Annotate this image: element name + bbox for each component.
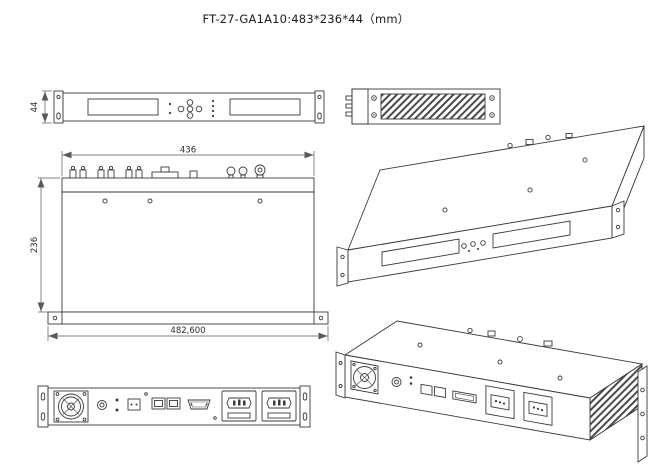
front-button-cluster xyxy=(168,99,215,119)
front-display-left xyxy=(87,98,159,116)
rear-screw xyxy=(144,392,148,396)
dim-top-width: 436 xyxy=(61,146,315,176)
front-panel-flange xyxy=(47,311,329,325)
front-led xyxy=(168,102,172,106)
iso-display-left xyxy=(381,238,460,267)
side-screws xyxy=(371,95,495,118)
iso-rear-top-screw xyxy=(557,375,563,381)
rear-rf-connector xyxy=(97,400,107,410)
iso-rear-right-rack-ear xyxy=(637,365,648,463)
top-screw xyxy=(147,198,153,204)
rear-led xyxy=(115,408,119,412)
iso-top-screw xyxy=(442,207,448,213)
iso-left-rack-ear xyxy=(336,246,349,287)
iso-rear-edge-connector-hints xyxy=(467,327,553,347)
side-connector-nub xyxy=(345,103,353,109)
ear-hole xyxy=(317,94,322,100)
ethernet-port xyxy=(151,397,166,410)
front-view: 44 xyxy=(30,90,325,124)
rear-right-rack-ear xyxy=(299,385,311,428)
front-display-right xyxy=(229,98,301,116)
side-vent-slots xyxy=(380,93,486,120)
dim-label-482600: 482,600 xyxy=(170,326,205,336)
iso-fan-grille xyxy=(350,360,379,395)
iso-front-buttons xyxy=(461,240,486,252)
dim-label-44: 44 xyxy=(30,102,40,113)
rear-screw xyxy=(213,416,217,420)
rear-view xyxy=(37,385,311,428)
iso-power-inlet-1 xyxy=(485,385,515,420)
dim-overall-width: 482,600 xyxy=(47,326,329,341)
front-led xyxy=(168,111,172,115)
rear-small-module xyxy=(127,398,141,411)
iso-ethernet-port xyxy=(420,383,433,396)
top-rear-connectors xyxy=(69,164,266,179)
dim-label-436: 436 xyxy=(180,146,196,156)
db9-connector xyxy=(187,399,211,410)
isometric-front-view xyxy=(336,125,645,287)
dim-label-236: 236 xyxy=(30,237,40,253)
side-front-cap xyxy=(351,88,369,125)
iso-rear-led xyxy=(409,376,413,379)
iso-top-screw xyxy=(527,187,533,193)
chassis-top xyxy=(61,177,315,313)
ear-slot xyxy=(56,112,61,120)
flange-hole xyxy=(52,315,58,321)
dim-front-height: 44 xyxy=(30,90,52,124)
dim-top-depth: 236 xyxy=(30,177,60,313)
fan-grille xyxy=(53,390,89,423)
iso-top-screw xyxy=(582,157,588,163)
ear-hole xyxy=(56,94,61,100)
power-inlet-2 xyxy=(261,390,297,422)
isometric-rear-view xyxy=(335,320,648,463)
iso-db9-connector xyxy=(452,390,477,404)
top-terminal-block xyxy=(151,171,179,179)
top-rf-connector xyxy=(254,164,266,176)
power-inlet-1 xyxy=(221,390,257,422)
side-connector-nub xyxy=(345,95,353,101)
iso-rf-connector xyxy=(391,377,402,387)
ethernet-port xyxy=(166,397,181,410)
flange-hole xyxy=(318,315,324,321)
iso-rear-top-screw xyxy=(497,359,503,365)
ear-slot xyxy=(317,112,322,120)
drawing-title: FT-27-GA1A10:483*236*44（mm） xyxy=(202,12,410,26)
fuse-drawer xyxy=(267,412,291,419)
fuse-drawer xyxy=(227,412,251,419)
iso-rear-top-screw xyxy=(417,342,423,348)
rear-left-rack-ear xyxy=(37,385,49,428)
side-connector-nub xyxy=(345,111,353,117)
iso-power-inlet-2 xyxy=(523,391,553,426)
top-screw xyxy=(102,198,108,204)
rear-led xyxy=(115,398,119,402)
iso-ethernet-port xyxy=(433,386,446,399)
top-view: 436 xyxy=(30,146,329,341)
iso-rear-led xyxy=(409,382,413,385)
top-screw xyxy=(257,198,263,204)
side-view xyxy=(345,88,501,125)
iso-right-rack-ear xyxy=(611,200,625,239)
iso-rear-left-rack-ear xyxy=(335,351,346,399)
iso-rear-connector-hints xyxy=(507,133,573,149)
iso-display-right xyxy=(492,220,571,249)
